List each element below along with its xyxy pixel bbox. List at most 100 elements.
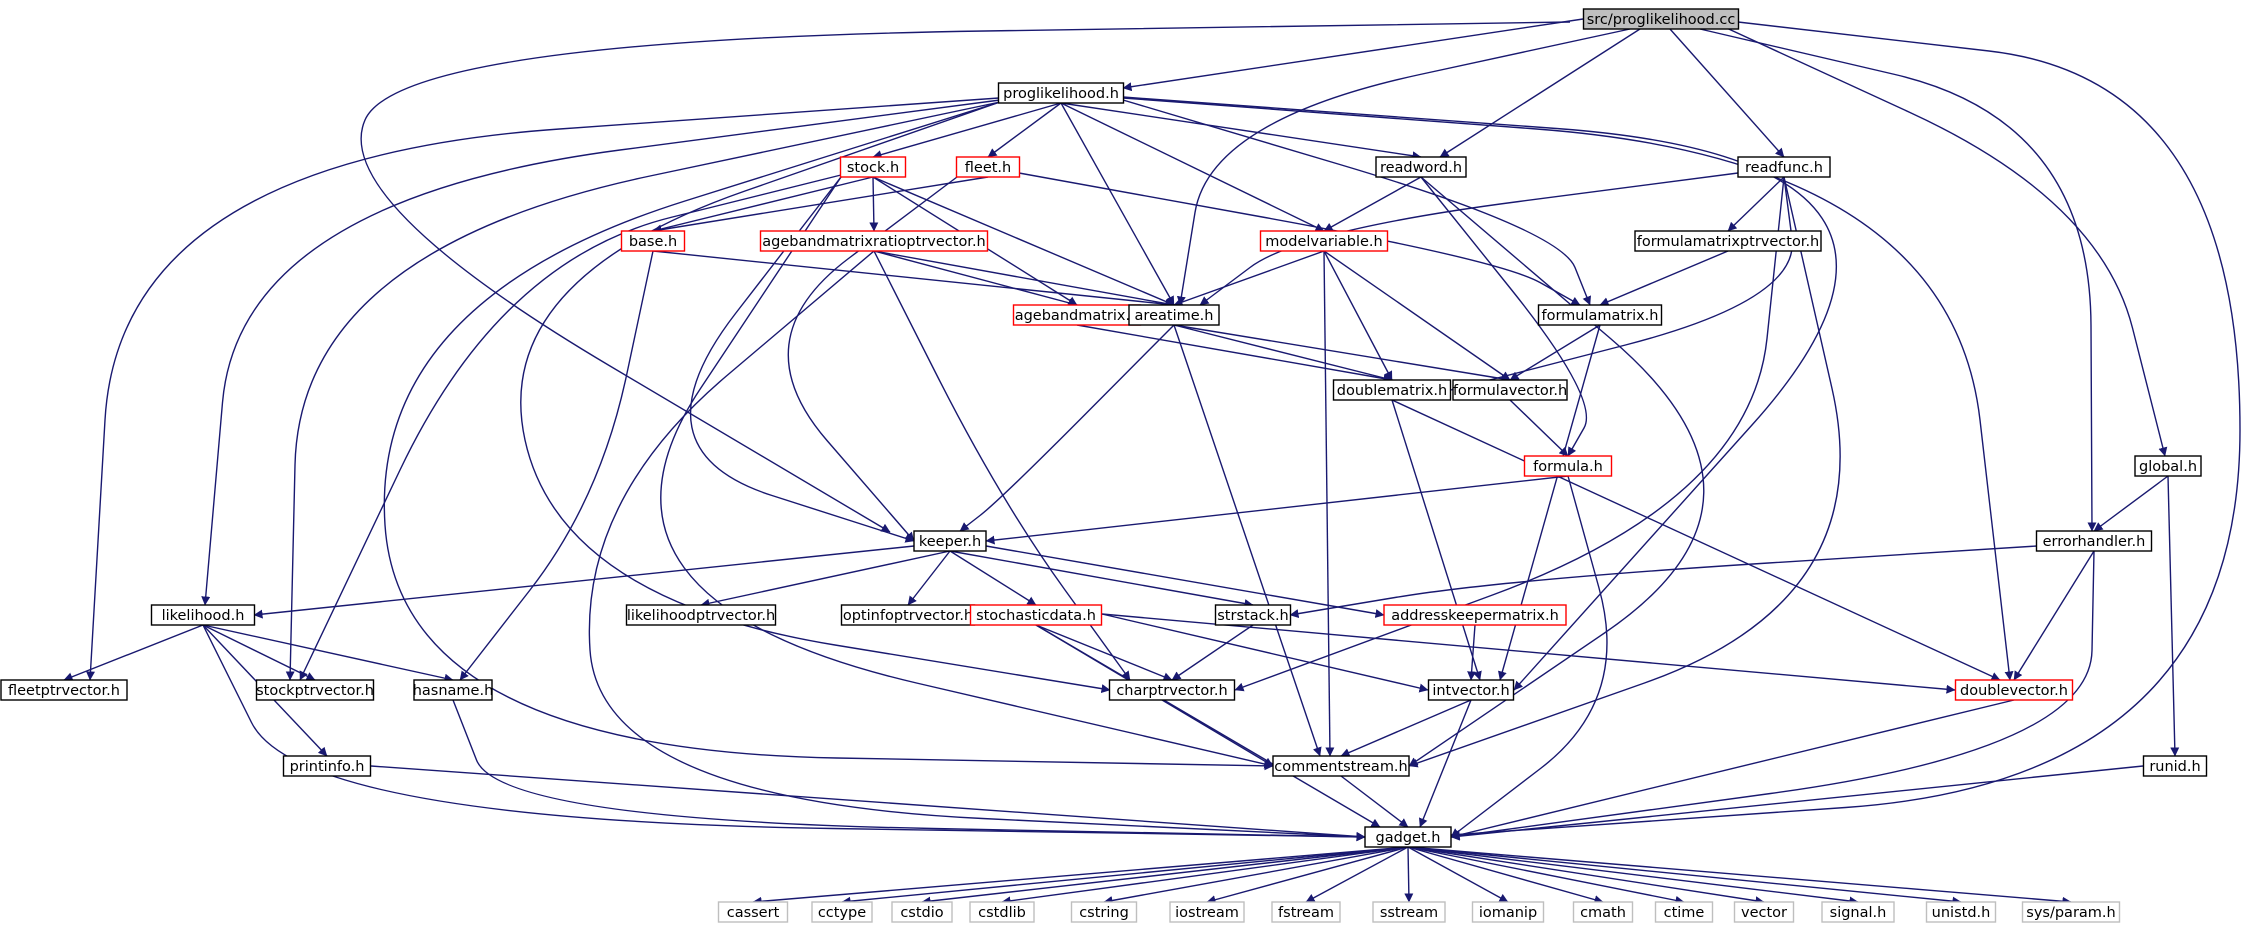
node-formulamatrixptrvector[interactable]: formulamatrixptrvector.h — [1634, 230, 1822, 252]
node-label-unistd: unistd.h — [1932, 905, 1991, 921]
node-formulavector[interactable]: formulavector.h — [1452, 379, 1568, 401]
node-label-agebandratio: agebandmatrixratioptrvector.h — [762, 234, 986, 250]
node-global[interactable]: global.h — [2134, 455, 2202, 477]
node-box-cmath — [1572, 901, 1634, 923]
edge-gadget-to-cstring — [1103, 846, 1409, 905]
node-box-hasname — [413, 679, 493, 701]
edge-agebandratio-to-gadget — [588, 250, 1366, 842]
node-box-iostream — [1169, 901, 1245, 923]
node-box-vector — [1733, 901, 1795, 923]
node-box-sstream — [1372, 901, 1446, 923]
node-box-formula — [1523, 455, 1613, 477]
node-label-sstream: sstream — [1380, 905, 1438, 921]
node-hasname[interactable]: hasname.h — [413, 679, 494, 701]
node-areatime[interactable]: areatime.h — [1128, 304, 1220, 326]
edge-formula-to-gadget — [1450, 475, 1608, 838]
node-sstream: sstream — [1372, 901, 1446, 923]
edge-gadget-to-sysparam — [1407, 846, 2072, 906]
node-stochasticdata[interactable]: stochasticdata.h — [969, 604, 1103, 626]
node-box-formulavector — [1452, 379, 1568, 401]
edge-commentstream-to-gadget — [1340, 775, 1409, 828]
node-box-stockptr — [255, 679, 375, 701]
edge-root-to-global — [1719, 24, 2168, 457]
node-fleetptr[interactable]: fleetptrvector.h — [0, 679, 128, 701]
node-stock[interactable]: stock.h — [839, 156, 907, 178]
node-box-cstdio — [891, 901, 953, 923]
edge-areatime-to-formulavector — [1173, 324, 1511, 384]
edge-global-to-errorhandler — [2093, 475, 2169, 532]
edge-stock-to-keeper — [689, 176, 915, 543]
node-box-root — [1582, 8, 1740, 30]
edge-gadget-to-unistd — [1407, 846, 1962, 906]
node-addresskeeper[interactable]: addresskeepermatrix.h — [1383, 604, 1567, 626]
edge-readword-to-commentstream — [1408, 176, 1705, 767]
node-label-root: src/proglikelihood.cc — [1587, 12, 1736, 28]
node-likelihoodptr[interactable]: likelihoodptrvector.h — [625, 604, 777, 626]
edge-base-to-hasname — [459, 250, 654, 681]
node-label-agebandmatrix: agebandmatrix.h — [1015, 308, 1140, 324]
node-intvector[interactable]: intvector.h — [1427, 679, 1515, 701]
node-label-base: base.h — [629, 234, 677, 250]
node-iomanip: iomanip — [1471, 901, 1545, 923]
edge-root-to-errorhandler — [1699, 28, 2097, 532]
node-proglikelihood[interactable]: proglikelihood.h — [997, 82, 1125, 104]
node-label-iostream: iostream — [1175, 905, 1239, 921]
edge-root-to-proglikelihood — [1122, 18, 1584, 92]
node-stockptr[interactable]: stockptrvector.h — [255, 679, 375, 701]
node-printinfo[interactable]: printinfo.h — [282, 755, 372, 777]
node-root[interactable]: src/proglikelihood.cc — [1582, 8, 1740, 30]
edge-proglikelihood-to-intvector — [1122, 96, 1838, 691]
node-box-proglikelihood — [997, 82, 1125, 104]
node-box-errorhandler — [2035, 530, 2153, 552]
node-errorhandler[interactable]: errorhandler.h — [2035, 530, 2153, 552]
edge-base-to-areatime — [652, 250, 1175, 309]
node-label-likelihood: likelihood.h — [162, 608, 245, 624]
node-readfunc[interactable]: readfunc.h — [1737, 156, 1831, 178]
edge-doublematrix-to-doublevector — [1391, 399, 2001, 681]
edge-keeper-to-addresskeeper — [985, 545, 1385, 618]
node-box-global — [2134, 455, 2202, 477]
node-formulamatrix[interactable]: formulamatrix.h — [1537, 304, 1663, 326]
node-label-strstack: strstack.h — [1217, 608, 1289, 624]
node-doublematrix[interactable]: doublematrix.h — [1332, 379, 1452, 401]
edge-proglikelihood-to-stockptr — [285, 101, 1001, 681]
node-unistd: unistd.h — [1925, 901, 1997, 923]
edge-areatime-to-doublematrix — [1173, 324, 1393, 383]
node-strstack[interactable]: strstack.h — [1214, 604, 1292, 626]
node-label-errorhandler: errorhandler.h — [2043, 534, 2146, 550]
node-charptr[interactable]: charptrvector.h — [1108, 679, 1236, 701]
node-modelvariable[interactable]: modelvariable.h — [1259, 230, 1389, 252]
node-likelihood[interactable]: likelihood.h — [150, 604, 256, 626]
edge-readfunc-to-doublematrix — [1450, 176, 1793, 393]
node-box-readfunc — [1737, 156, 1831, 178]
edge-gadget-to-iomanip — [1407, 846, 1509, 903]
node-box-sysparam — [2021, 901, 2121, 923]
node-box-cstdlib — [969, 901, 1035, 923]
node-box-doublevector — [1954, 679, 2074, 701]
node-fleet[interactable]: fleet.h — [955, 156, 1021, 178]
node-agebandratio[interactable]: agebandmatrixratioptrvector.h — [759, 230, 989, 252]
node-label-doublevector: doublevector.h — [1960, 683, 2068, 699]
node-agebandmatrix[interactable]: agebandmatrix.h — [1012, 304, 1142, 326]
node-commentstream[interactable]: commentstream.h — [1272, 755, 1410, 777]
node-optinfoptr[interactable]: optinfoptrvector.h — [840, 604, 976, 626]
node-box-iomanip — [1471, 901, 1545, 923]
node-doublevector[interactable]: doublevector.h — [1954, 679, 2074, 701]
edge-agebandratio-to-charptr — [873, 250, 1131, 681]
node-keeper[interactable]: keeper.h — [913, 530, 987, 552]
node-box-printinfo — [282, 755, 372, 777]
edge-stochasticdata-to-gadget — [1035, 624, 1381, 828]
node-readword[interactable]: readword.h — [1375, 156, 1467, 178]
edge-readword-to-formula — [1420, 176, 1588, 457]
node-label-stock: stock.h — [847, 160, 899, 176]
node-runid[interactable]: runid.h — [2142, 755, 2208, 777]
edge-stochasticdata-to-intvector — [1101, 613, 1429, 693]
node-label-formula: formula.h — [1533, 459, 1603, 475]
node-base[interactable]: base.h — [620, 230, 686, 252]
edge-gadget-to-ctime — [1407, 846, 1685, 905]
edge-proglikelihood-to-areatime — [1060, 102, 1175, 306]
node-box-cstring — [1070, 901, 1138, 923]
node-gadget[interactable]: gadget.h — [1364, 826, 1452, 848]
node-formula[interactable]: formula.h — [1523, 455, 1613, 477]
